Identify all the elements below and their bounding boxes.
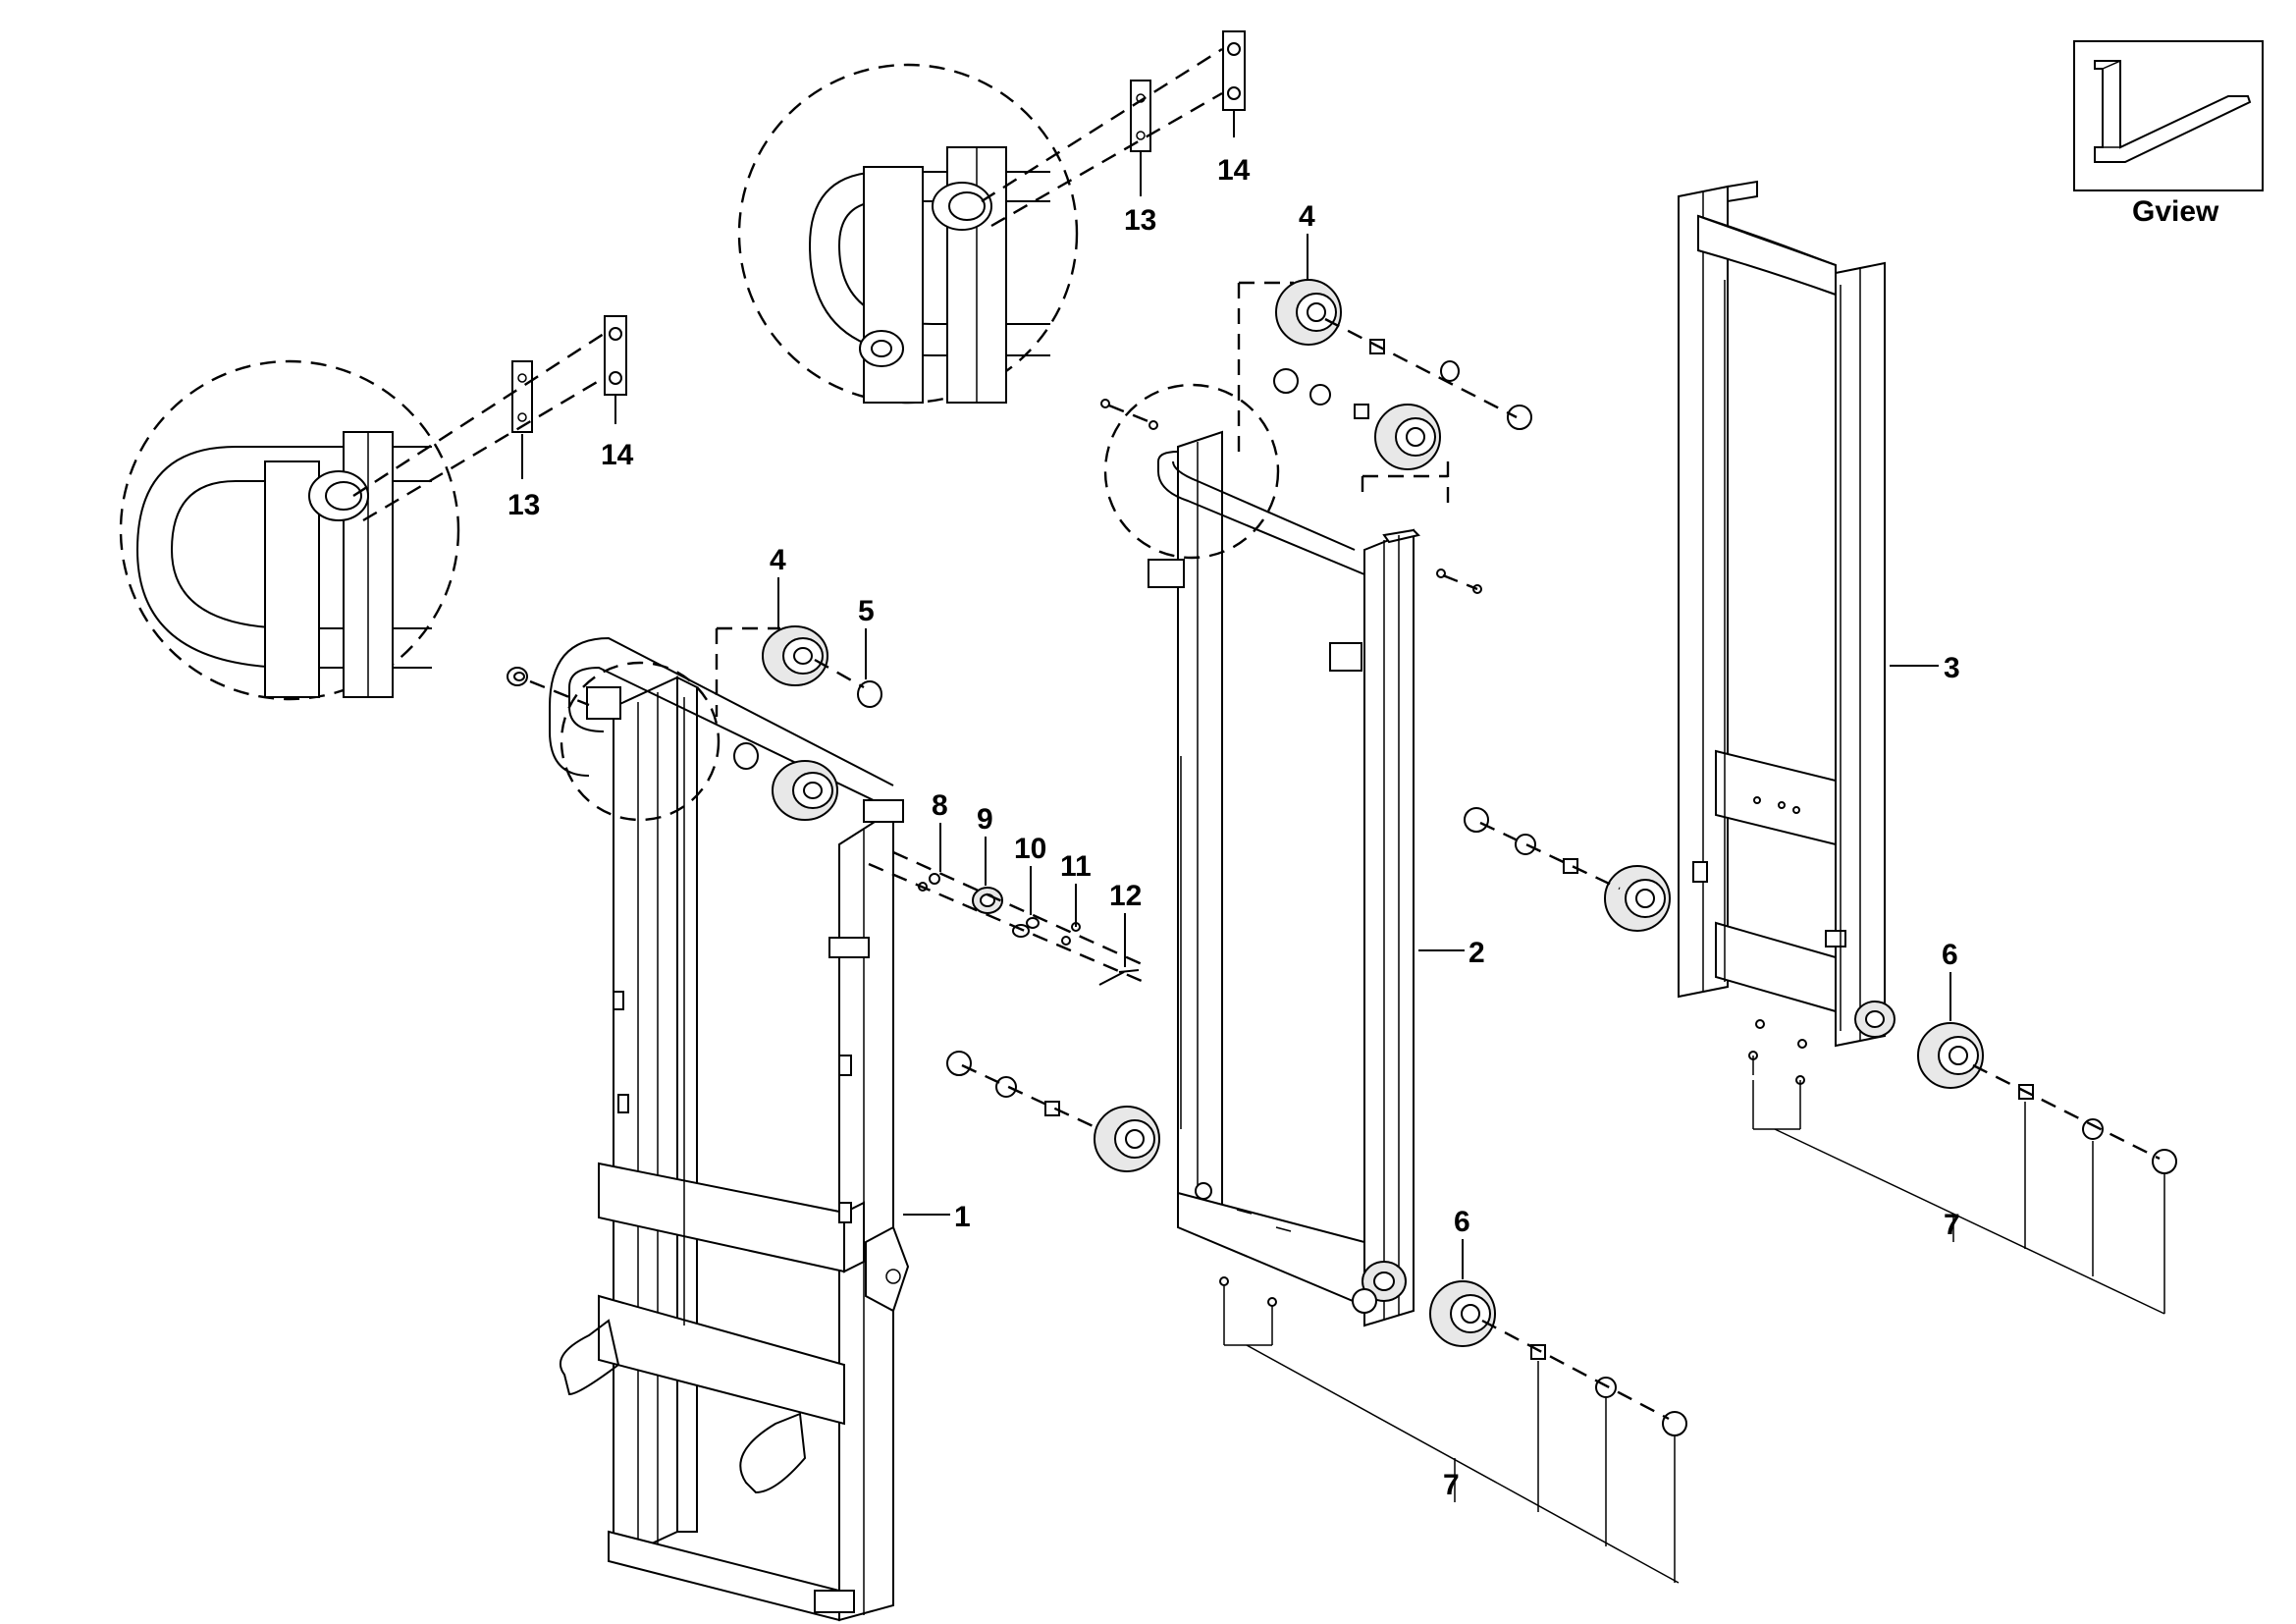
- washer-11: [1061, 936, 1071, 946]
- detail-circle-left: [119, 359, 460, 701]
- detail-marker-mast-1: [560, 661, 721, 822]
- callout-labels: 1 2 3 4 4 5 6 6 7 7 8 9 10 11 12 13 13 1…: [507, 154, 1960, 1501]
- label-part-3: 3: [1944, 652, 1960, 684]
- mast-3-hardware: [1748, 1019, 2177, 1174]
- label-part-6b: 6: [1942, 939, 1958, 971]
- plate-parts-left: [352, 315, 627, 522]
- gview-frame: [2073, 40, 2264, 191]
- label-part-11: 11: [1060, 850, 1092, 883]
- label-part-10: 10: [1014, 833, 1046, 865]
- mast-2-hardware: [1100, 279, 1687, 1436]
- bolt-12: [1098, 971, 1125, 986]
- label-part-13a: 13: [1124, 204, 1156, 237]
- gview-label: Gview: [2132, 195, 2219, 228]
- label-part-8: 8: [932, 789, 948, 822]
- mast-2: [1148, 430, 1420, 1327]
- label-part-9: 9: [977, 803, 993, 836]
- plate-13-left: [511, 360, 533, 433]
- label-part-2: 2: [1468, 937, 1485, 969]
- label-part-4a: 4: [770, 544, 786, 576]
- label-part-1: 1: [954, 1201, 971, 1233]
- ring-5: [857, 680, 882, 708]
- label-part-14b: 14: [601, 439, 634, 471]
- detail-circle-upper: [737, 63, 1079, 405]
- gview-inset: Gview: [2073, 40, 2264, 228]
- mast-1-hardware: [507, 625, 1160, 1172]
- label-part-6a: 6: [1454, 1206, 1470, 1238]
- label-part-12: 12: [1109, 880, 1142, 912]
- plate-parts-upper: [981, 30, 1246, 228]
- label-part-14a: 14: [1217, 154, 1251, 187]
- label-part-13b: 13: [507, 489, 540, 521]
- mast-1: [549, 636, 910, 1622]
- label-part-7b: 7: [1944, 1209, 1960, 1241]
- label-part-4b: 4: [1299, 200, 1315, 233]
- detail-marker-mast-2: [1103, 383, 1280, 560]
- plate-13-upper: [1130, 80, 1151, 152]
- washer-8: [929, 873, 940, 885]
- label-part-7a: 7: [1443, 1469, 1460, 1501]
- leader-lines: [777, 234, 2165, 1584]
- mast-3: [1678, 180, 1896, 1048]
- label-part-5: 5: [858, 595, 875, 627]
